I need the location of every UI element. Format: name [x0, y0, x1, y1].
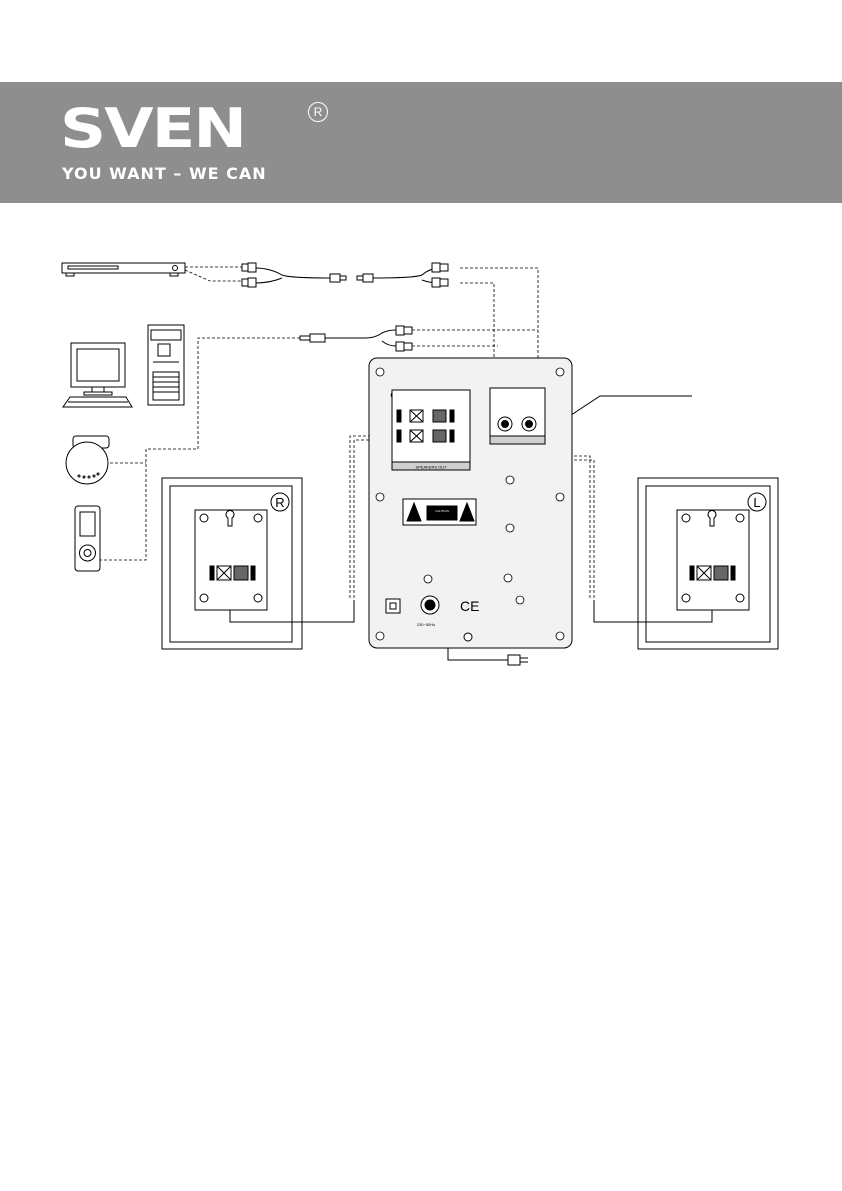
ce-mark: CE [460, 598, 479, 614]
caution-text: CAUTION [435, 509, 449, 513]
dvd-player-icon [61, 262, 186, 277]
mp3-player-icon [74, 505, 101, 572]
speaker-left-mark: L [753, 495, 760, 510]
computer-monitor-icon [62, 342, 133, 408]
brand-logo: SVEN [60, 97, 247, 161]
speakers-out-block [391, 389, 471, 471]
caution-label [402, 498, 477, 526]
computer-tower-icon [147, 324, 185, 406]
registered-mark: R [308, 102, 328, 122]
rca-input-block [489, 387, 546, 445]
power-plug-icon [507, 654, 528, 666]
power-rating: 230~50Hz [417, 622, 435, 627]
power-switch[interactable] [385, 598, 401, 614]
rca-plugs [241, 262, 449, 352]
speaker-right-mark: R [275, 495, 284, 510]
brand-slogan: YOU WANT – WE CAN [62, 164, 267, 183]
power-socket [420, 595, 473, 642]
speaker-left [637, 477, 779, 650]
speakers-out-label: SPEAKERS OUT [415, 465, 447, 470]
header-banner: SVEN R YOU WANT – WE CAN [0, 82, 842, 203]
speaker-right [161, 477, 303, 650]
cd-player-icon [65, 435, 110, 485]
